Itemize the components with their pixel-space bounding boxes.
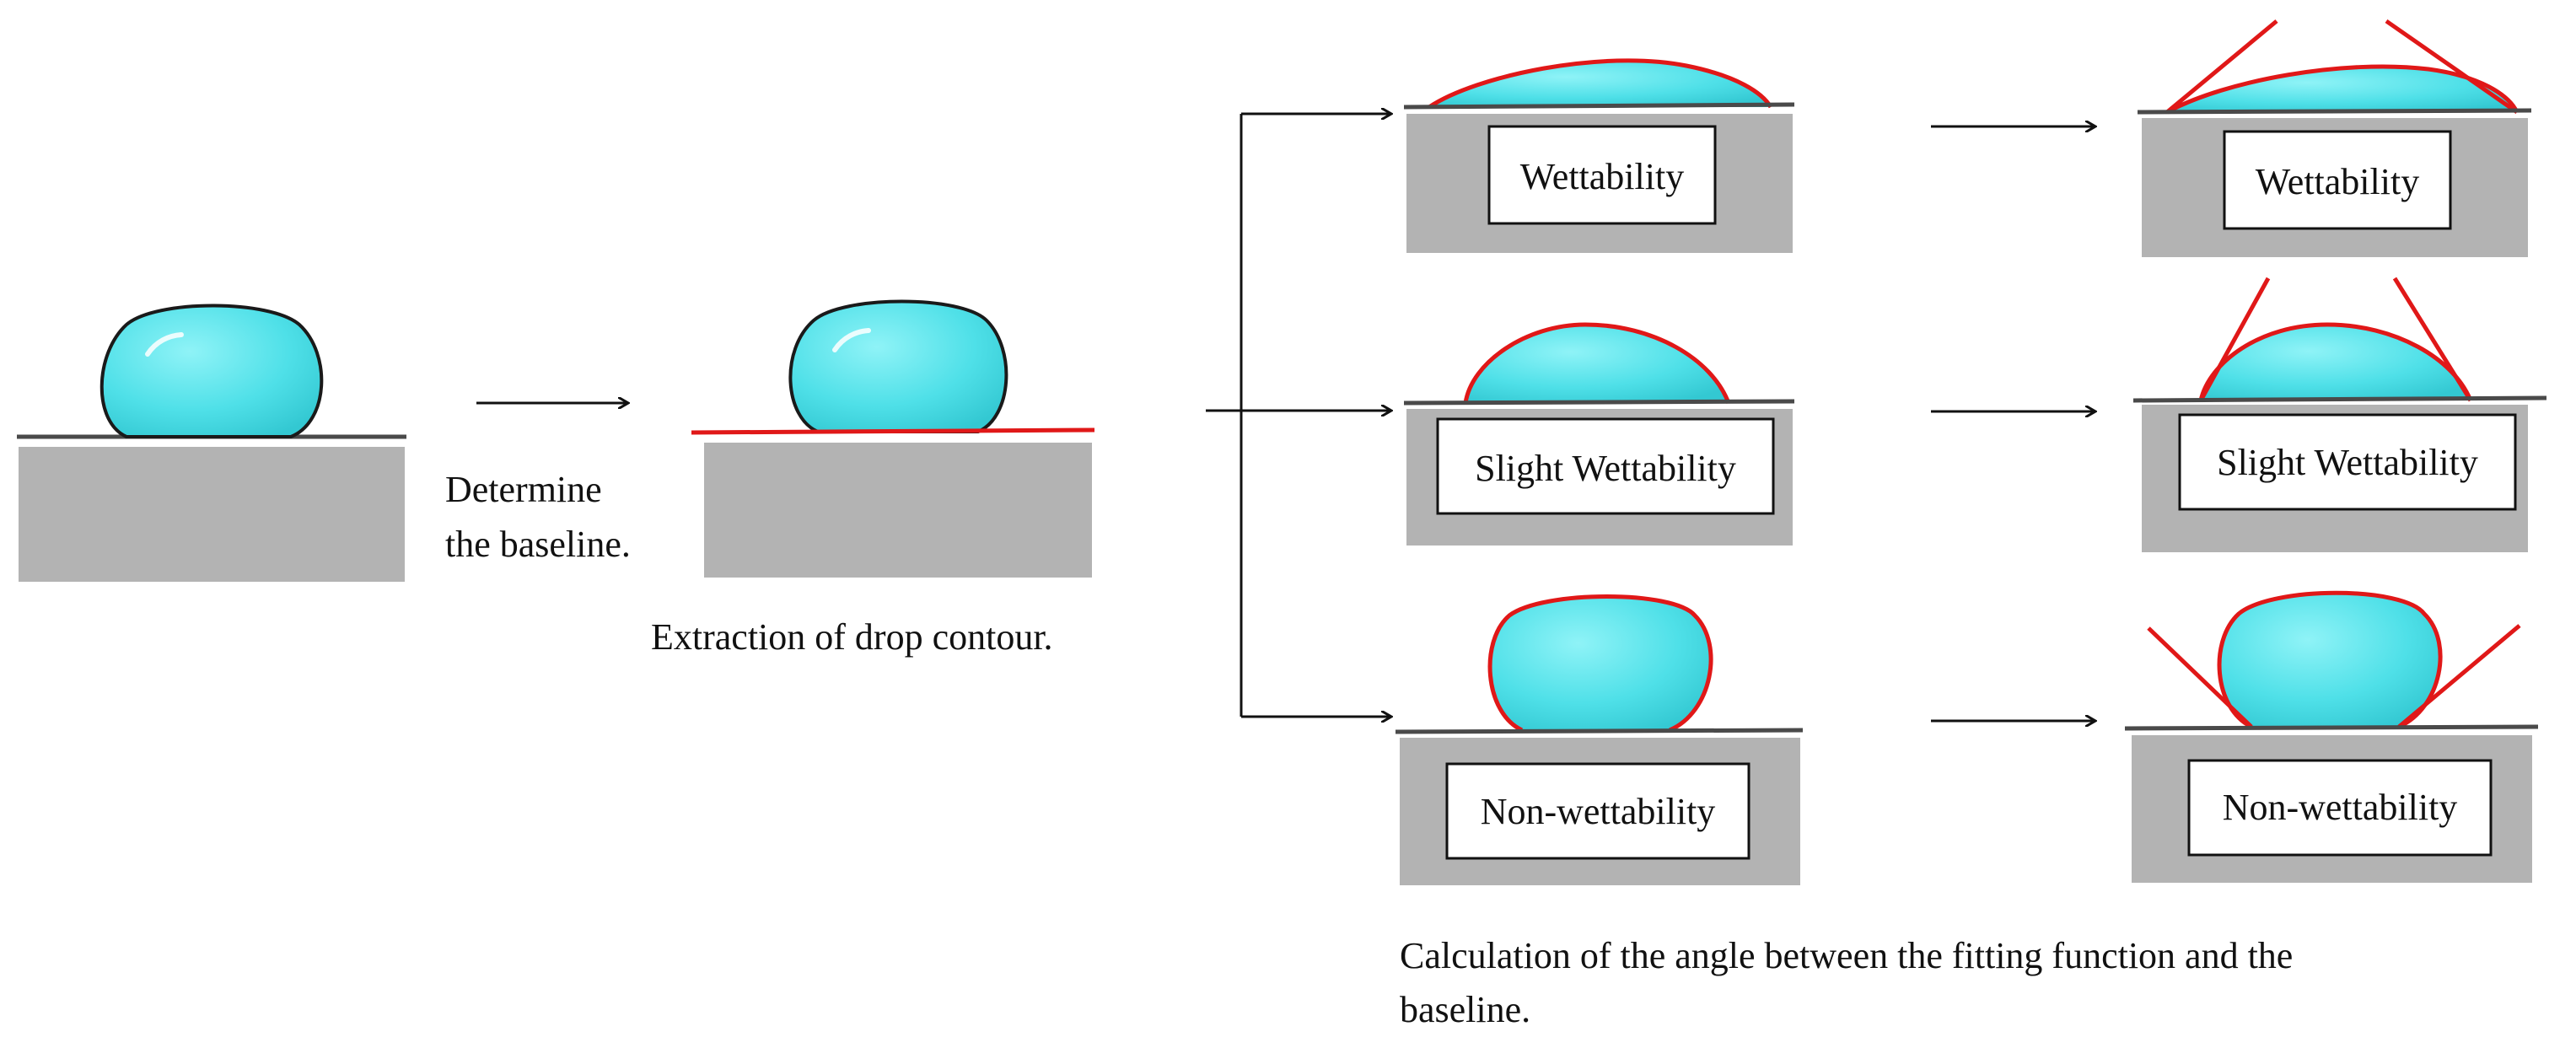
contour-slight-wettability: Slight Wettability (1403, 322, 1795, 545)
case-label-box (2178, 413, 2517, 511)
step2-label: Extraction of drop contour. (651, 616, 1053, 658)
droplet (2219, 593, 2441, 727)
fitted-contour (2165, 64, 2520, 115)
droplet (2167, 66, 2517, 112)
droplet (788, 299, 1008, 433)
fitted-contour (1428, 58, 1773, 110)
step1-label-line1: Determine (445, 469, 602, 510)
droplet (1465, 325, 1729, 403)
surface-line (1395, 728, 1804, 734)
surface-line (2132, 395, 2547, 403)
case-label-wettability: Wettability (1520, 156, 1684, 197)
surface-line (1403, 399, 1795, 406)
angle-wettability: Wettability (2137, 19, 2532, 257)
case-label-box (1445, 762, 1750, 860)
tangent-line-left (2147, 626, 2253, 728)
baseline-line (691, 427, 1095, 435)
case-label-box (2187, 759, 2493, 857)
tangent-line-right (2385, 19, 2519, 115)
stage-raw-drop (17, 304, 406, 582)
stage-baseline (691, 299, 1095, 578)
tangent-line-left (2198, 277, 2271, 402)
angle-slight-wettability: Slight Wettability (2132, 277, 2547, 552)
fitted-contour (2217, 590, 2443, 729)
substrate (704, 443, 1092, 578)
step1-label: Determine the baseline. (445, 469, 631, 565)
tangent-line-right (2392, 277, 2473, 402)
substrate (19, 447, 405, 582)
case-label-non: Non-wettability (2223, 787, 2458, 828)
contour-wettability: Wettability (1403, 58, 1795, 253)
step3-label-line1: Calculation of the angle between the fit… (1400, 935, 2293, 976)
case-label-box (1487, 125, 1717, 225)
fitted-contour (1487, 594, 1713, 733)
droplet (2201, 325, 2471, 400)
tangent-line-right (2397, 624, 2521, 728)
step1-label-line2: the baseline. (445, 524, 631, 565)
angle-non-wettability: Non-wettability (2124, 590, 2539, 883)
droplet-highlight (145, 332, 184, 357)
droplet (99, 304, 324, 438)
surface-line (2137, 108, 2532, 115)
branch-arrows (1206, 114, 1391, 717)
surface-line (1403, 102, 1795, 110)
fitted-contour (1463, 322, 1731, 404)
contour-non-wettability: Non-wettability (1395, 594, 1804, 885)
case-label-wettability: Wettability (2256, 161, 2419, 202)
droplet (1490, 596, 1712, 730)
case-label-slight: Slight Wettability (2217, 442, 2478, 483)
case-label-slight: Slight Wettability (1475, 448, 1736, 489)
droplet (1429, 60, 1771, 107)
step3-label: Calculation of the angle between the fit… (1400, 935, 2302, 1030)
case-label-non: Non-wettability (1481, 791, 1716, 832)
tangent-line-left (2165, 19, 2278, 114)
droplet-highlight (832, 328, 871, 352)
step3-label-line2: baseline. (1400, 989, 1530, 1030)
surface-line (2124, 724, 2539, 731)
case-label-box (2223, 130, 2452, 230)
case-label-box (1436, 417, 1775, 515)
